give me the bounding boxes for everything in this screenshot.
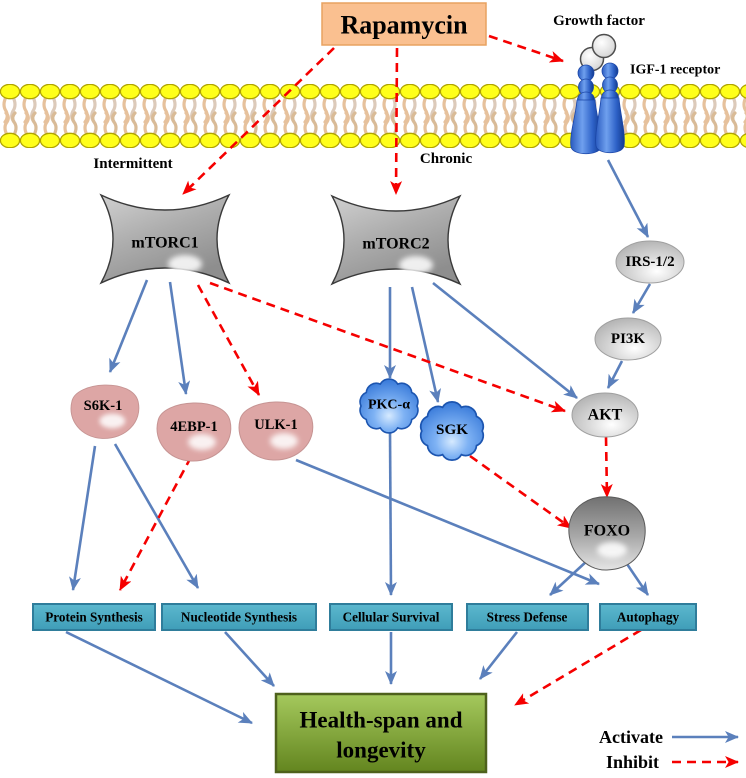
igf1-receptor-icon: [570, 62, 625, 155]
irs12-label: IRS-1/2: [625, 254, 674, 270]
pkca-label: PKC-α: [368, 398, 410, 413]
outcome-boxes: Protein Synthesis Nucleotide Synthesis C…: [32, 603, 697, 631]
growth-factor-label: Growth factor: [553, 13, 645, 29]
inhibit-arrows: [118, 34, 642, 707]
arrow-mtorc1-ulk1: [196, 284, 261, 396]
legend-inhibit-label: Inhibit: [606, 752, 659, 772]
mtorc2-label: mTORC2: [362, 236, 429, 253]
intermittent-label: Intermittent: [93, 156, 172, 172]
outcome-label: Nucleotide Synthesis: [181, 610, 297, 625]
arrow-s6k1-nucleotide-synthesis: [113, 443, 200, 589]
arrow-foxo-autophagy: [623, 560, 650, 596]
arrow-protein-synthesis-health: [65, 630, 253, 725]
arrow-rapamycin-mtorc1: [182, 47, 335, 195]
outcome-autophagy: Autophagy: [599, 603, 697, 631]
legend: Activate Inhibit: [599, 727, 739, 772]
node-rapamycin: Rapamycin: [321, 2, 487, 46]
arrow-pkca-cellular-survival: [384, 430, 397, 596]
node-mtorc1: mTORC1: [99, 193, 231, 285]
arrow-akt-foxo: [600, 436, 613, 498]
node-pkca: PKC-α: [359, 378, 419, 434]
outcome-label: Stress Defense: [487, 610, 568, 625]
node-health-span: Health-span and longevity: [274, 692, 488, 774]
arrow-igf1r-irs12: [606, 159, 650, 238]
arrow-sgk-foxo: [469, 454, 572, 530]
arrow-autophagy-health: [514, 628, 642, 707]
node-irs12: IRS-1/2: [615, 240, 685, 284]
outcome-cellular-survival: Cellular Survival: [329, 603, 453, 631]
arrow-mtorc2-sgk: [410, 286, 441, 403]
node-4ebp1: [156, 402, 232, 462]
activate-arrows: [65, 159, 652, 725]
outcome-nucleotide-synthesis: Nucleotide Synthesis: [161, 603, 317, 631]
arrow-stress-defense-health: [478, 631, 519, 680]
outcome-label: Autophagy: [617, 610, 680, 625]
arrow-nucleotide-synthesis-health: [224, 631, 275, 687]
arrow-s6k1-protein-synthesis: [69, 445, 97, 591]
arrow-mtorc2-akt: [432, 281, 578, 400]
arrow-pi3k-akt: [606, 360, 624, 389]
node-sgk: SGK: [419, 401, 485, 461]
igf1-receptor-label: IGF-1 receptor: [630, 63, 720, 78]
ulk1-label: ULK-1: [254, 417, 298, 433]
node-ulk1: [238, 401, 314, 461]
legend-activate-label: Activate: [599, 727, 663, 747]
rapamycin-label: Rapamycin: [340, 11, 468, 40]
arrow-rapamycin-mtorc2: [390, 47, 403, 195]
node-pi3k: PI3K: [594, 317, 662, 361]
arrow-irs12-pi3k: [631, 283, 652, 314]
node-mtorc2: mTORC2: [330, 194, 462, 286]
node-s6k1: [70, 384, 140, 439]
arrow-ulk1-autophagy: [295, 458, 600, 586]
pi3k-label: PI3K: [611, 331, 646, 347]
outcome-label: Protein Synthesis: [45, 610, 143, 625]
arrow-mtorc1-4ebp1: [168, 281, 191, 395]
foxo-label: FOXO: [584, 523, 630, 540]
node-foxo: FOXO: [568, 496, 646, 571]
arrow-mtorc1-s6k1: [108, 279, 149, 373]
akt-label: AKT: [588, 407, 623, 424]
cell-membrane: [0, 84, 746, 148]
mtorc1-label: mTORC1: [131, 235, 198, 252]
arrow-rapamycin-igf1r: [488, 34, 564, 63]
outcome-label: Cellular Survival: [343, 610, 440, 625]
outcome-stress-defense: Stress Defense: [466, 603, 589, 631]
arrow-mtorc1-akt: [209, 281, 566, 413]
s6k1-label: S6K-1: [84, 398, 123, 414]
arrow-4ebp1-protein-synthesis: [118, 456, 193, 591]
health-span-line2: longevity: [336, 738, 426, 763]
node-akt: AKT: [571, 392, 639, 438]
4ebp1-label: 4EBP-1: [170, 419, 218, 435]
chronic-label: Chronic: [420, 151, 473, 167]
outcome-protein-synthesis: Protein Synthesis: [32, 603, 156, 631]
sgk-label: SGK: [436, 422, 468, 438]
health-span-line1: Health-span and: [300, 708, 463, 733]
arrow-foxo-stress-defense: [549, 559, 589, 596]
